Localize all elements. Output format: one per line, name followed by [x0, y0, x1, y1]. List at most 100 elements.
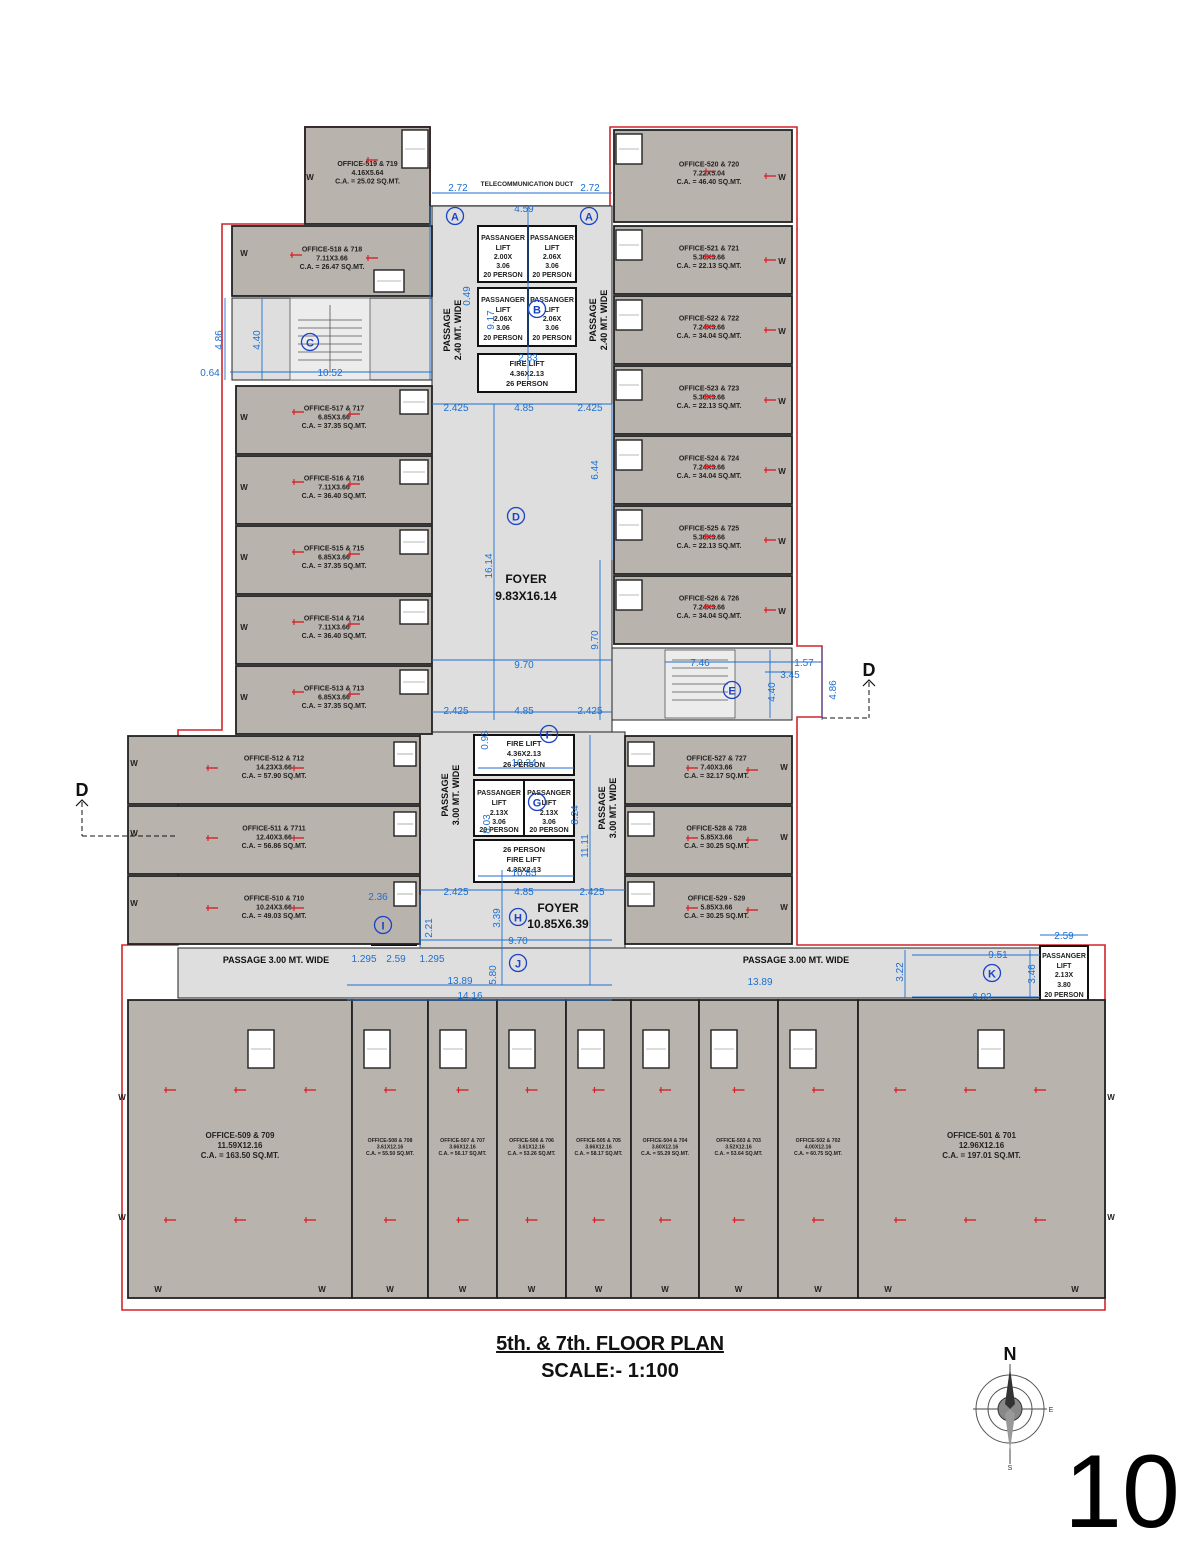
office-name: OFFICE-504 & 704: [643, 1138, 688, 1144]
office-size: 3.66X12.16: [585, 1144, 612, 1150]
zone-marker-circle: [579, 206, 599, 226]
svg-text:2.00X: 2.00X: [494, 254, 513, 261]
plan-scale: SCALE:- 1:100: [541, 1360, 679, 1382]
office-name: OFFICE-527 & 727: [686, 756, 746, 763]
svg-text:8.24: 8.24: [570, 805, 581, 825]
office-name: OFFICE-519 & 719: [337, 161, 397, 168]
office-ca: C.A. = 55.29 SQ.MT.: [641, 1151, 690, 1157]
svg-text:20 PERSON: 20 PERSON: [479, 827, 518, 834]
window-mark: W: [778, 397, 786, 406]
window-mark: W: [884, 1285, 892, 1294]
plot-boundary: [121, 126, 1106, 1311]
office-size: 3.52X12.16: [725, 1144, 752, 1150]
svg-text:4.59: 4.59: [514, 204, 534, 215]
office-name: OFFICE-529 - 529: [688, 896, 746, 903]
foyer-h-label: FOYER 10.85X6.39: [527, 901, 589, 931]
svg-text:4.86: 4.86: [214, 330, 225, 350]
office-name: OFFICE-513 & 713: [304, 686, 364, 693]
svg-text:D: D: [76, 780, 89, 800]
office-size: 7.40X3.66: [701, 764, 733, 771]
svg-text:0.49: 0.49: [462, 286, 473, 306]
zone-marker-label: I: [381, 921, 384, 933]
svg-text:20 PERSON: 20 PERSON: [483, 272, 522, 279]
svg-text:20 PERSON: 20 PERSON: [532, 272, 571, 279]
svg-text:5.80: 5.80: [488, 965, 499, 985]
svg-text:2.72: 2.72: [448, 183, 468, 194]
office-ca: C.A. = 57.90 SQ.MT.: [242, 773, 307, 780]
office-name: OFFICE-515 & 715: [304, 546, 364, 553]
svg-text:3.06: 3.06: [492, 819, 506, 826]
svg-text:9.70: 9.70: [514, 660, 534, 671]
office-size: 3.61X12.16: [518, 1144, 545, 1150]
office-size: 7.24X3.66: [693, 464, 725, 471]
zone-marker-label: G: [533, 798, 542, 810]
office-name: OFFICE-502 & 702: [796, 1138, 841, 1144]
office-name: OFFICE-523 & 723: [679, 386, 739, 393]
zone-marker-circle: [508, 953, 528, 973]
window-mark: W: [778, 173, 786, 182]
svg-text:3.00 MT. WIDE: 3.00 MT. WIDE: [608, 778, 618, 839]
window-mark: W: [118, 1093, 126, 1102]
svg-text:4.86: 4.86: [828, 680, 839, 700]
window-mark: W: [1107, 1213, 1115, 1222]
svg-text:3.00 MT. WIDE: 3.00 MT. WIDE: [451, 765, 461, 826]
svg-text:LIFT: LIFT: [1057, 963, 1072, 970]
office-size: 7.11X3.66: [316, 255, 348, 262]
svg-text:2.59: 2.59: [386, 954, 406, 965]
svg-text:PASSANGER: PASSANGER: [527, 790, 571, 797]
svg-text:13.89: 13.89: [747, 977, 772, 988]
office-size: 3.60X12.16: [652, 1144, 679, 1150]
window-mark: W: [130, 899, 138, 908]
svg-text:3.06: 3.06: [496, 263, 510, 270]
window-mark: W: [459, 1285, 467, 1294]
window-mark: W: [595, 1285, 603, 1294]
svg-text:20 PERSON: 20 PERSON: [529, 827, 568, 834]
svg-text:2.21: 2.21: [424, 918, 435, 938]
office-name: OFFICE-505 & 705: [576, 1138, 621, 1144]
svg-text:PASSANGER: PASSANGER: [530, 235, 574, 242]
passage-top-left-label: PASSAGE 2.40 MT. WIDE: [442, 300, 463, 361]
svg-text:2.59: 2.59: [1054, 931, 1074, 942]
svg-text:10.85X6.39: 10.85X6.39: [527, 917, 589, 931]
svg-text:14.16: 14.16: [457, 991, 482, 1002]
svg-text:2.425: 2.425: [579, 887, 604, 898]
window-mark: W: [778, 327, 786, 336]
svg-text:20 PERSON: 20 PERSON: [532, 335, 571, 342]
office-name: OFFICE-509 & 709: [206, 1131, 275, 1140]
sheet-number: 10: [1064, 1434, 1180, 1550]
svg-text:6.92: 6.92: [972, 992, 992, 1003]
svg-text:9.70: 9.70: [590, 630, 601, 650]
window-mark: W: [386, 1285, 394, 1294]
office-ca: C.A. = 34.04 SQ.MT.: [677, 333, 742, 340]
svg-text:0.64: 0.64: [200, 368, 220, 379]
office-size: 7.24X3.66: [693, 324, 725, 331]
office-size: 5.85X3.66: [701, 904, 733, 911]
svg-text:FOYER: FOYER: [537, 901, 579, 915]
window-mark: W: [780, 833, 788, 842]
fire-lift-top: FIRE LIFT 4.36X2.13 26 PERSON: [506, 359, 548, 388]
dimension-lines: [224, 192, 1088, 1001]
office-name: OFFICE-501 & 701: [947, 1131, 1016, 1140]
office-size: 10.24X3.66: [256, 904, 292, 911]
window-mark: W: [814, 1285, 822, 1294]
window-mark: W: [1107, 1093, 1115, 1102]
window-mark: W: [240, 553, 248, 562]
window-mark: W: [240, 693, 248, 702]
office-ca: C.A. = 32.17 SQ.MT.: [684, 773, 749, 780]
zone-marker-circle: [527, 792, 547, 812]
svg-text:PASSANGER: PASSANGER: [481, 235, 525, 242]
passage-mid-left-label: PASSAGE 3.00 MT. WIDE: [440, 765, 461, 826]
svg-text:3.06: 3.06: [545, 325, 559, 332]
svg-text:PASSAGE: PASSAGE: [588, 298, 598, 341]
svg-text:9.17: 9.17: [486, 310, 497, 330]
